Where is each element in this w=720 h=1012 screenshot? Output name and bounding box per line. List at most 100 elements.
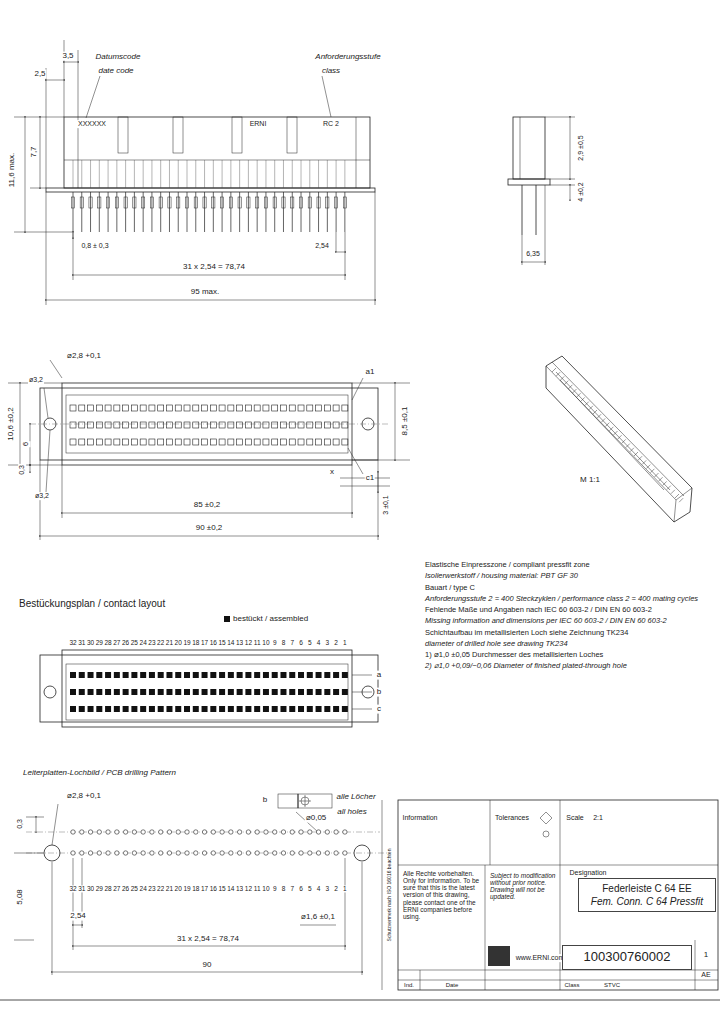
contact-cavity — [245, 439, 251, 445]
iso-pin — [650, 469, 654, 473]
pin — [151, 192, 152, 232]
assembled-contact — [237, 672, 243, 678]
contact-cavity — [228, 439, 234, 445]
pcb-hole — [211, 830, 215, 834]
contact-cavity — [175, 439, 181, 445]
pcb-hole — [97, 830, 101, 834]
contact-cavity — [105, 422, 111, 428]
pressfit-zone — [238, 197, 241, 208]
contact-cavity — [88, 439, 94, 445]
contact-hidden — [230, 160, 231, 188]
contact-cavity — [333, 422, 339, 428]
contact-cavity — [272, 422, 278, 428]
pressfit-zone — [291, 197, 294, 208]
drawing-label: 11 — [253, 885, 262, 892]
pressfit-zone — [282, 197, 285, 208]
assembled-contact — [210, 689, 216, 695]
assembled-contact — [219, 706, 225, 712]
drawing-label: 6 — [298, 885, 304, 892]
drawing-label: 2:1 — [592, 814, 604, 822]
pressfit-zone — [308, 197, 311, 208]
drawing-label: Date — [445, 982, 460, 989]
assembled-contact — [175, 689, 181, 695]
spacer — [204, 427, 205, 428]
pcb-hole — [273, 830, 277, 834]
contact-cavity — [289, 405, 295, 411]
pcb-hole — [115, 830, 119, 834]
contact-cavity — [79, 405, 85, 411]
assembled-contact — [166, 672, 172, 678]
drawing-label: 12 — [244, 639, 253, 646]
contact-cavity — [88, 405, 94, 411]
contact-cavity — [193, 405, 199, 411]
spacer — [73, 366, 74, 367]
contact-cavity — [280, 405, 286, 411]
pcb-hole — [159, 830, 163, 834]
drawing-label: Anforderungsstufe — [314, 53, 381, 62]
assembled-contact — [202, 706, 208, 712]
contact-cavity — [219, 422, 225, 428]
designation-text: 100300760002 — [567, 949, 687, 966]
drawing-label: 95 max. — [190, 288, 220, 297]
drawing-label: c — [376, 705, 382, 714]
contact-hidden — [318, 160, 319, 188]
pressfit-zone — [247, 197, 250, 208]
pcb-hole — [237, 830, 241, 834]
drawing-label: 6 — [298, 639, 304, 646]
repeated-contacts — [70, 160, 683, 855]
pcb-hole — [132, 830, 136, 834]
contact-cavity — [96, 405, 102, 411]
drawing-label: Fehlende Maße und Angaben nach IEC 60 60… — [424, 606, 716, 614]
contact-cavity — [123, 405, 129, 411]
pressfit-zone — [317, 197, 320, 208]
contact-cavity — [254, 422, 260, 428]
pin — [344, 192, 345, 232]
drawing-label: 11 — [253, 639, 262, 646]
spacer — [248, 448, 249, 449]
assembled-contact — [149, 689, 155, 695]
drawing-label: a1 — [365, 368, 376, 377]
assembled-contact — [140, 672, 146, 678]
contact-hidden — [195, 160, 196, 188]
drawing-label: b — [376, 688, 382, 697]
pcb-hole — [132, 851, 136, 855]
pcb-hole — [281, 830, 285, 834]
pcb-hole — [167, 830, 171, 834]
assembled-contact — [333, 706, 339, 712]
drawing-label: ERNI — [249, 120, 268, 128]
title-block — [0, 800, 720, 1000]
spacer — [187, 419, 188, 420]
pcb-hole — [229, 851, 233, 855]
assembled-contact — [79, 689, 85, 695]
assembled-contact — [289, 672, 295, 678]
iso-pin — [581, 397, 585, 401]
contact-cavity — [263, 439, 269, 445]
contact-cavity — [175, 422, 181, 428]
assembled-contact — [245, 689, 251, 695]
drawing-label: 10 — [261, 885, 270, 892]
contact-cavity — [114, 405, 120, 411]
pressfit-zone — [343, 197, 346, 208]
pin — [116, 192, 117, 232]
pcb-hole — [123, 851, 127, 855]
contact-hidden — [204, 160, 205, 188]
contact-hidden — [309, 160, 310, 188]
contact-cavity — [114, 439, 120, 445]
iso-pin — [622, 439, 626, 443]
pin — [81, 192, 82, 232]
assembled-contact — [280, 706, 286, 712]
drawing-label: 0,8 ± 0,3 — [80, 242, 109, 250]
pcb-hole — [299, 830, 303, 834]
assembled-contact — [263, 672, 269, 678]
contact-cavity — [184, 422, 190, 428]
pcb-hole — [159, 851, 163, 855]
assembled-contact — [342, 689, 348, 695]
assembled-contact — [228, 706, 234, 712]
pin — [169, 192, 170, 232]
pressfit-zone — [194, 197, 197, 208]
drawing-label: 1 — [342, 885, 348, 892]
contact-cavity — [280, 422, 286, 428]
pcb-hole — [194, 851, 198, 855]
drawing-label: 9 — [272, 885, 278, 892]
iso-pin — [646, 465, 650, 469]
